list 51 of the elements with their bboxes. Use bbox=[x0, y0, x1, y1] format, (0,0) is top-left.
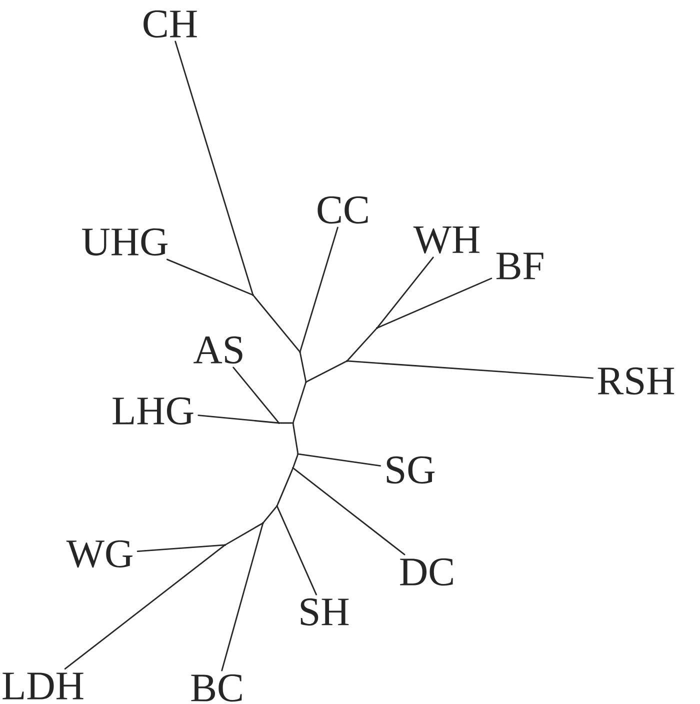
tree-branch bbox=[276, 506, 317, 596]
branch-point bbox=[376, 326, 378, 330]
leaf-label: BF bbox=[496, 252, 544, 280]
tree-branch bbox=[347, 328, 377, 361]
tree-branch bbox=[174, 40, 254, 294]
tree-branch bbox=[226, 523, 262, 545]
tree-branch bbox=[198, 414, 278, 424]
leaf-label: RSH bbox=[598, 367, 674, 395]
tree-branch bbox=[263, 506, 277, 523]
branch-point bbox=[296, 452, 300, 456]
leaf-label: UHG bbox=[82, 228, 168, 256]
tree-branch bbox=[292, 424, 298, 454]
leaf-label: SG bbox=[386, 456, 435, 484]
leaf-label: LHG bbox=[112, 397, 194, 425]
tree-branch bbox=[280, 422, 292, 424]
branch-point bbox=[292, 422, 294, 424]
tree-branch bbox=[292, 382, 306, 422]
leaf-label: SH bbox=[300, 598, 349, 626]
leaf-label: BC bbox=[191, 674, 242, 702]
branch-point bbox=[346, 360, 348, 362]
tree-branch bbox=[253, 295, 300, 352]
tree-branch bbox=[377, 256, 434, 328]
tree-branch bbox=[293, 468, 406, 556]
tree-branch bbox=[348, 360, 594, 379]
branch-point bbox=[262, 522, 264, 524]
branch-point bbox=[252, 294, 254, 296]
branch-point bbox=[276, 504, 278, 508]
branch-point bbox=[298, 350, 302, 354]
leaf-label: CC bbox=[318, 196, 368, 224]
tree-branch bbox=[136, 544, 224, 552]
tree-branch bbox=[298, 454, 381, 466]
tree-branch bbox=[232, 366, 279, 423]
tree-branch bbox=[378, 278, 492, 328]
leaf-label: WH bbox=[413, 226, 480, 254]
leaf-label: LDH bbox=[2, 672, 84, 700]
leaf-label: CH bbox=[144, 10, 197, 38]
leaf-label: AS bbox=[194, 336, 242, 364]
branch-point bbox=[278, 422, 280, 424]
leaf-label: WG bbox=[66, 540, 132, 568]
tree-branch bbox=[64, 545, 225, 670]
tree-branch bbox=[166, 258, 252, 296]
tree-branch bbox=[221, 524, 264, 672]
branch-point bbox=[304, 380, 308, 384]
tree-branch bbox=[306, 360, 346, 382]
tree-branch bbox=[292, 454, 298, 468]
tree-branch bbox=[300, 226, 338, 352]
branch-point bbox=[224, 544, 226, 546]
tree-branch bbox=[276, 468, 294, 506]
leaf-label: DC bbox=[400, 558, 453, 586]
branch-point bbox=[292, 466, 294, 470]
tree-branch bbox=[300, 352, 306, 382]
